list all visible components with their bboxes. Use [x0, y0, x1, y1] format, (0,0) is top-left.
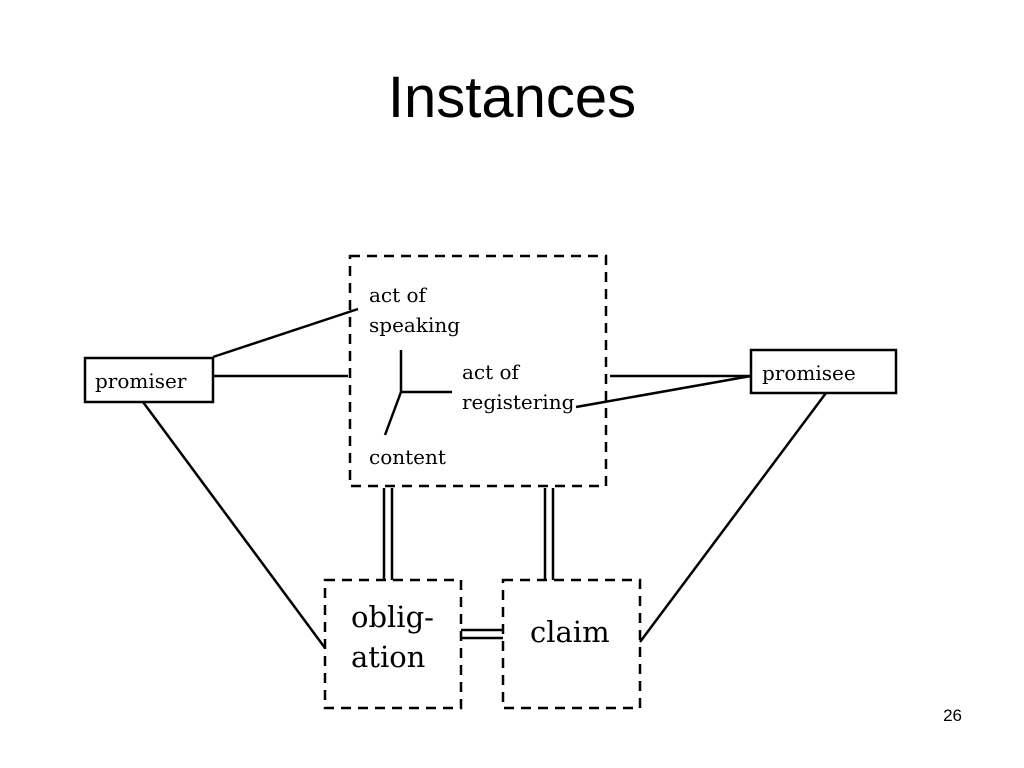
- content-label: content: [369, 445, 446, 469]
- obligation-label-line1: oblig-: [351, 600, 434, 634]
- act-of-registering-line1: act of: [462, 360, 521, 384]
- promiser-label: promiser: [95, 369, 187, 393]
- act-of-speaking-line1: act of: [369, 283, 428, 307]
- promisee-label: promisee: [762, 361, 856, 385]
- promisee-registering-link: [575, 374, 752, 409]
- act-of-registering-line2: registering: [462, 390, 575, 414]
- promisee-box: [749, 348, 898, 395]
- act-of-speaking-line2: speaking: [369, 313, 460, 337]
- promiser-speaking-link: [212, 307, 359, 359]
- promiser-obligation-link: [141, 401, 327, 649]
- tripod-stem-down: [383, 391, 403, 436]
- promiser-box: [83, 356, 215, 404]
- obligation-label-line2: ation: [351, 640, 425, 674]
- page-number: 26: [943, 706, 962, 725]
- claim-label: claim: [530, 615, 610, 649]
- claim-box: [501, 578, 642, 710]
- promisee-claim-link: [638, 392, 828, 643]
- slide-title: Instances: [387, 65, 637, 130]
- speech-act-box: [348, 254, 608, 488]
